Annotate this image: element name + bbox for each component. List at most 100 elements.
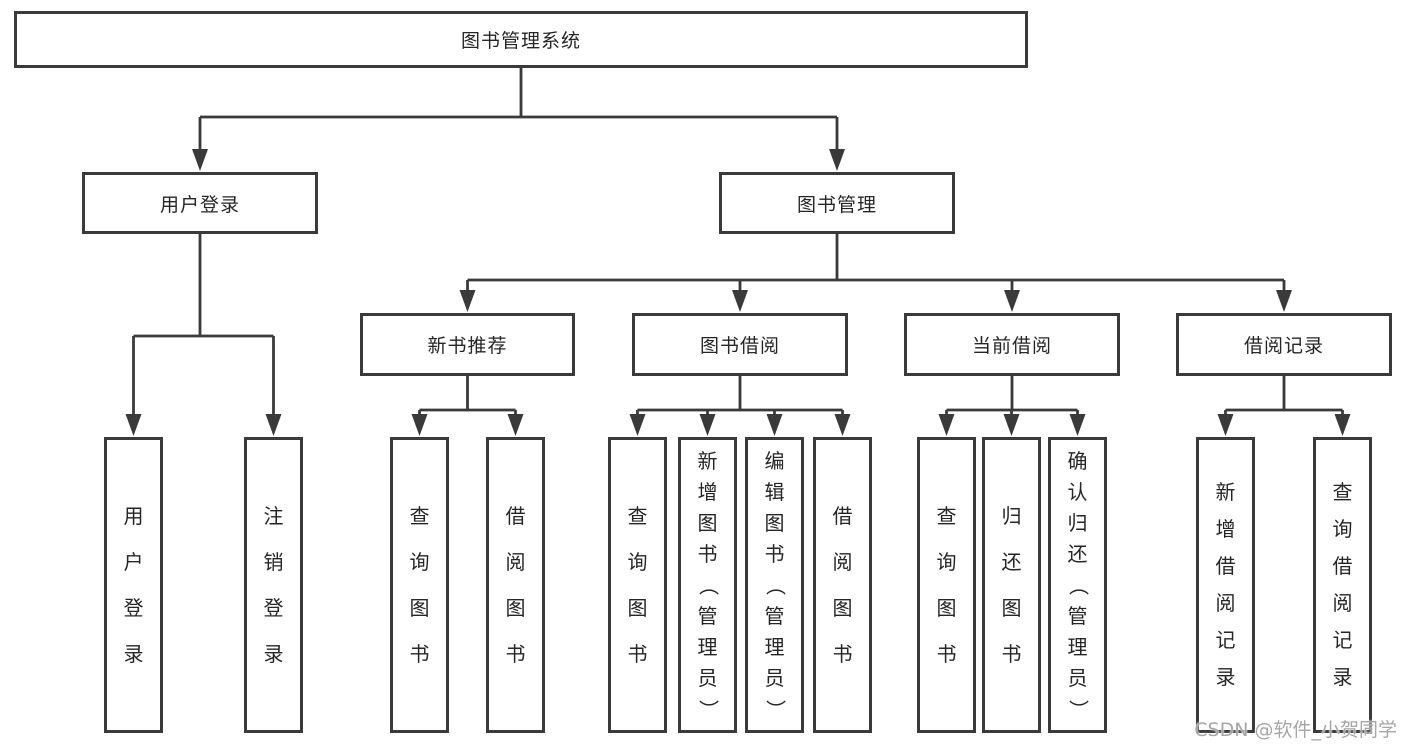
label-char: 录 [263, 642, 284, 666]
node-current-borrow: 当前借阅 [904, 313, 1120, 376]
arrowhead [732, 290, 748, 312]
node-user-login: 用户登录 [82, 172, 318, 234]
watermark: CSDN @软件_小贺同学 [1194, 719, 1397, 741]
label-char: 注 [263, 504, 284, 528]
label-char: 图 [627, 596, 648, 620]
node-label: 查询借阅记录 [1333, 474, 1353, 696]
label-char: 新 [697, 448, 718, 473]
label-char: 书 [409, 642, 430, 666]
node-label: 借阅记录 [1243, 335, 1324, 357]
label-char: 记 [1215, 628, 1236, 652]
node-br-query: 查询借阅记录 [1313, 437, 1372, 733]
label-char: 编 [764, 448, 785, 473]
node-label: 图书管理系统 [460, 30, 581, 52]
node-bb-query: 查询图书 [608, 437, 667, 733]
node-label: 编辑图书（管理员） [763, 446, 787, 725]
arrowhead [1003, 414, 1020, 436]
label-char: 增 [1215, 517, 1236, 541]
label-char: 图 [409, 596, 430, 620]
label-char: 书 [505, 642, 526, 666]
label-char: 图 [832, 596, 853, 620]
arrowhead [938, 414, 955, 436]
label-char: 查 [409, 504, 430, 528]
node-login: 用户登录 [104, 437, 163, 733]
node-label: 借阅图书 [833, 493, 853, 677]
arrowhead [1069, 414, 1086, 436]
arrowhead [834, 414, 851, 436]
label-char: 图 [697, 510, 718, 535]
label-char: 询 [936, 550, 957, 574]
arrowhead [629, 414, 646, 436]
label-char: 登 [263, 596, 284, 620]
label-char: 理 [1067, 634, 1088, 659]
label-char: 录 [1332, 665, 1353, 689]
label-char: 销 [263, 550, 284, 574]
label-char: 归 [1067, 510, 1088, 535]
label-char: 查 [936, 504, 957, 528]
label-char: 书 [764, 541, 785, 566]
label-char: 阅 [832, 550, 853, 574]
label-char: 查 [627, 504, 648, 528]
label-char: 还 [1067, 541, 1088, 566]
arrowhead [1217, 414, 1234, 436]
node-label: 确认归还（管理员） [1066, 446, 1090, 725]
node-bb-borrow: 借阅图书 [813, 437, 872, 733]
node-label: 新增图书（管理员） [696, 446, 720, 725]
label-char: 借 [1215, 554, 1236, 578]
arrowhead [411, 414, 428, 436]
label-char: 确 [1067, 448, 1088, 473]
node-bb-edit: 编辑图书（管理员） [745, 437, 804, 733]
node-label: 借阅图书 [506, 493, 526, 677]
label-char: 登 [123, 596, 144, 620]
node-label: 查询图书 [937, 493, 957, 677]
label-char: 书 [697, 541, 718, 566]
label-char: （ [763, 575, 787, 595]
label-char: ） [763, 699, 787, 719]
node-book-mgmt: 图书管理 [719, 172, 955, 234]
label-char: 图 [936, 596, 957, 620]
label-char: ） [696, 699, 720, 719]
node-label: 新书推荐 [427, 335, 508, 357]
node-label: 注销登录 [264, 493, 284, 677]
label-char: 户 [123, 550, 144, 574]
arrowhead [829, 149, 845, 171]
node-br-add: 新增借阅记录 [1196, 437, 1255, 733]
label-char: 理 [697, 634, 718, 659]
label-char: 新 [1215, 480, 1236, 504]
node-cb-return: 归还图书 [982, 437, 1041, 733]
node-bb-add: 新增图书（管理员） [678, 437, 737, 733]
label-char: 增 [697, 479, 718, 504]
label-char: 图 [1001, 596, 1022, 620]
label-char: 询 [1332, 517, 1353, 541]
label-char: 用 [123, 504, 144, 528]
label-char: 阅 [505, 550, 526, 574]
label-char: 员 [764, 665, 785, 690]
node-new-book-rec: 新书推荐 [360, 313, 575, 376]
label-char: 图 [505, 596, 526, 620]
label-char: （ [696, 575, 720, 595]
arrowhead [766, 414, 783, 436]
node-label: 图书管理 [796, 193, 877, 216]
arrowhead [507, 414, 524, 436]
arrowhead [1004, 290, 1020, 312]
node-label: 查询图书 [410, 493, 430, 677]
label-char: 辑 [764, 479, 785, 504]
node-cb-query: 查询图书 [917, 437, 976, 733]
label-char: 录 [123, 642, 144, 666]
label-char: 书 [1001, 642, 1022, 666]
label-char: 询 [627, 550, 648, 574]
node-label: 查询图书 [628, 493, 648, 677]
node-nbr-borrow: 借阅图书 [486, 437, 545, 733]
label-char: 管 [764, 603, 785, 628]
label-char: 借 [505, 504, 526, 528]
label-char: 阅 [1332, 591, 1353, 615]
node-label: 用户登录 [124, 493, 144, 677]
node-label: 图书借阅 [699, 335, 780, 357]
label-char: 认 [1067, 479, 1088, 504]
arrowhead [125, 414, 142, 436]
node-logout: 注销登录 [244, 437, 303, 733]
label-char: 员 [1067, 665, 1088, 690]
arrowhead [459, 290, 476, 312]
